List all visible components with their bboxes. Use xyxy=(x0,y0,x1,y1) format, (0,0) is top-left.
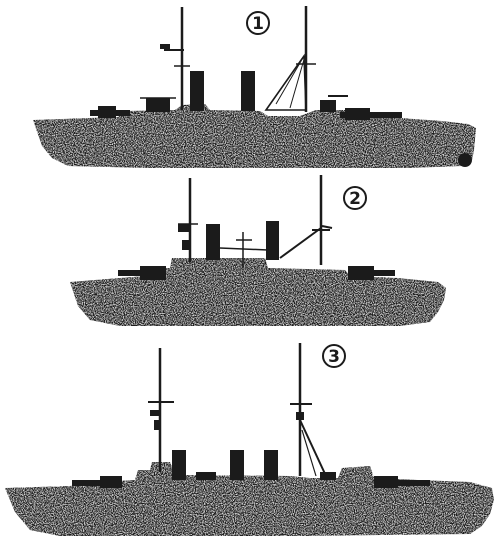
label-1-circle xyxy=(246,11,270,35)
label-3: 3 xyxy=(322,344,346,368)
ship-1-funnel-rear xyxy=(241,71,255,111)
ship-2-funnel-front xyxy=(206,224,220,260)
label-2-circle xyxy=(343,186,367,210)
label-1-number: 1 xyxy=(252,14,264,34)
ship-1-funnel-front xyxy=(190,71,204,111)
ship-2-funnel-rear xyxy=(266,221,279,260)
label-3-number: 3 xyxy=(328,347,340,367)
ship-3-funnel-3 xyxy=(264,450,278,480)
ship-2-hull xyxy=(70,258,446,326)
ship-3-silhouette xyxy=(5,343,494,536)
label-2: 2 xyxy=(343,186,367,210)
ship-3-funnel-2 xyxy=(230,450,244,480)
ship-3-funnel-1 xyxy=(172,450,186,480)
label-2-number: 2 xyxy=(349,189,361,209)
label-3-circle xyxy=(322,344,346,368)
ship-2-silhouette xyxy=(70,175,446,326)
ship-3-hull xyxy=(5,462,494,536)
label-1: 1 xyxy=(246,11,270,35)
ship-1-silhouette xyxy=(33,6,476,168)
